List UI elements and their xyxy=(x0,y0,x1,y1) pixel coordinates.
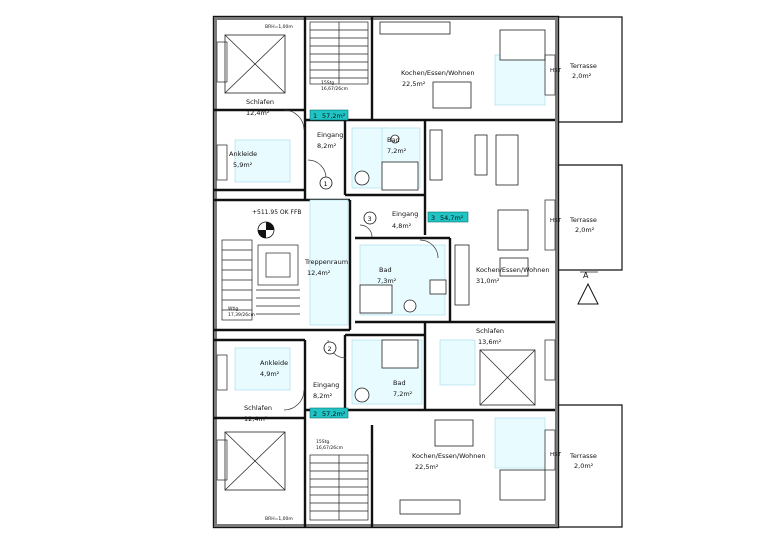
unit-2-badge xyxy=(309,407,349,419)
room-name-terrasse-top: Terrasse xyxy=(569,62,597,70)
unit-2-circle-number: 2 xyxy=(328,345,332,353)
unit-3-number: 3 xyxy=(431,214,435,222)
hst-top: HST xyxy=(550,68,562,74)
level-label: +511.95 OK FFB xyxy=(252,209,302,216)
room-area-bad-top: 7,2m² xyxy=(387,147,407,155)
interior-walls xyxy=(214,17,555,527)
room-name-eingang-bot: Eingang xyxy=(313,381,339,389)
stair-bottom-detail: 16,67/26cm xyxy=(316,445,343,451)
room-area-schlafen-mid: 13,6m² xyxy=(478,338,502,346)
unit-2-area: 57,2m² xyxy=(322,410,346,418)
furniture xyxy=(429,29,546,501)
room-name-bad-bot: Bad xyxy=(393,379,406,387)
room-area-kochen-bot: 22,5m² xyxy=(415,463,439,471)
room-area-kochen-top: 22,5m² xyxy=(402,80,426,88)
window-label-bottom: BRH=1,00m xyxy=(265,516,293,522)
stair-top-detail: 16,67/26cm xyxy=(321,86,348,92)
stair-mid-label: Wtlg xyxy=(228,306,238,312)
room-area-eingang-bot: 8,2m² xyxy=(313,392,333,400)
sanitary xyxy=(354,134,447,403)
unit-3-circle-number: 3 xyxy=(368,215,372,223)
window-label-top: BRH=1,00m xyxy=(265,24,293,30)
room-area-terrasse-top: 2,0m² xyxy=(572,72,592,80)
room-name-eingang-mid: Eingang xyxy=(392,210,418,218)
unit-1-area: 57,2m² xyxy=(322,112,346,120)
room-name-eingang-top: Eingang xyxy=(317,131,343,139)
stair-mid-detail: 17,39/26cm xyxy=(228,312,255,318)
windows xyxy=(216,41,556,481)
stair-top xyxy=(309,21,369,85)
room-area-bad-mid: 7,3m² xyxy=(377,277,397,285)
unit-2-number: 2 xyxy=(313,410,317,418)
unit-3-badge xyxy=(427,211,469,223)
room-area-terrasse-bot: 2,0m² xyxy=(574,462,594,470)
stair-top-label: 15Stg. xyxy=(321,80,336,86)
stair-bottom-label: 15Stg. xyxy=(316,439,331,445)
room-name-kochen-top: Kochen/Essen/Wohnen xyxy=(401,69,475,77)
room-name-ankleide-top: Ankleide xyxy=(229,150,257,158)
unit-3-area: 54,7m² xyxy=(440,214,464,222)
room-area-schlafen-bot: 12,4m² xyxy=(244,415,268,423)
room-name-schlafen-top: Schlafen xyxy=(246,98,274,106)
unit-labels: 1 57,2m² 3 54,7m² 2 57,2m² 1 3 2 xyxy=(313,112,464,418)
hst-bottom: HST xyxy=(550,452,562,458)
bed-bottom xyxy=(224,431,286,491)
room-name-schlafen-bot: Schlafen xyxy=(244,404,272,412)
room-area-terrasse-mid: 2,0m² xyxy=(575,226,595,234)
bed-middle xyxy=(479,349,536,406)
outer-walls xyxy=(212,15,623,529)
bed-top xyxy=(224,34,286,94)
kitchens xyxy=(379,21,470,515)
room-area-kochen-mid: 31,0m² xyxy=(476,277,500,285)
unit-1-number: 1 xyxy=(313,112,317,120)
annotations: +511.95 OK FFB A 15Stg. 16,67/26cm 15Stg… xyxy=(228,24,589,522)
level-marker xyxy=(257,221,275,239)
room-name-ankleide-bot: Ankleide xyxy=(260,359,288,367)
room-name-terrasse-mid: Terrasse xyxy=(569,216,597,224)
room-area-bad-bot: 7,2m² xyxy=(393,390,413,398)
unit-circles xyxy=(319,176,377,355)
room-area-treppenraum: 12,4m² xyxy=(307,269,331,277)
section-label: A xyxy=(583,271,589,280)
room-name-bad-mid: Bad xyxy=(379,266,392,274)
room-area-eingang-top: 8,2m² xyxy=(317,142,337,150)
room-name-terrasse-bot: Terrasse xyxy=(569,452,597,460)
unit-1-badge xyxy=(309,109,349,121)
hst-mid: HST xyxy=(550,218,562,224)
section-marker xyxy=(577,271,599,305)
room-name-schlafen-mid: Schlafen xyxy=(476,327,504,335)
room-area-ankleide-bot: 4,9m² xyxy=(260,370,280,378)
room-name-kochen-mid: Kochen/Essen/Wohnen xyxy=(476,266,550,274)
room-labels: Schlafen 12,4m² Ankleide 5,9m² Eingang 8… xyxy=(229,62,597,471)
unit-1-circle-number: 1 xyxy=(324,180,328,188)
stair-middle xyxy=(221,239,300,321)
room-name-bad-top: Bad xyxy=(387,136,400,144)
room-area-ankleide-top: 5,9m² xyxy=(233,161,253,169)
room-name-kochen-bot: Kochen/Essen/Wohnen xyxy=(412,452,486,460)
room-area-schlafen-top: 12,4m² xyxy=(246,109,270,117)
room-area-eingang-mid: 4,8m² xyxy=(392,222,412,230)
stair-bottom xyxy=(309,454,369,521)
room-name-treppenraum: Treppenraum xyxy=(304,258,348,266)
tiled-areas xyxy=(234,54,546,469)
